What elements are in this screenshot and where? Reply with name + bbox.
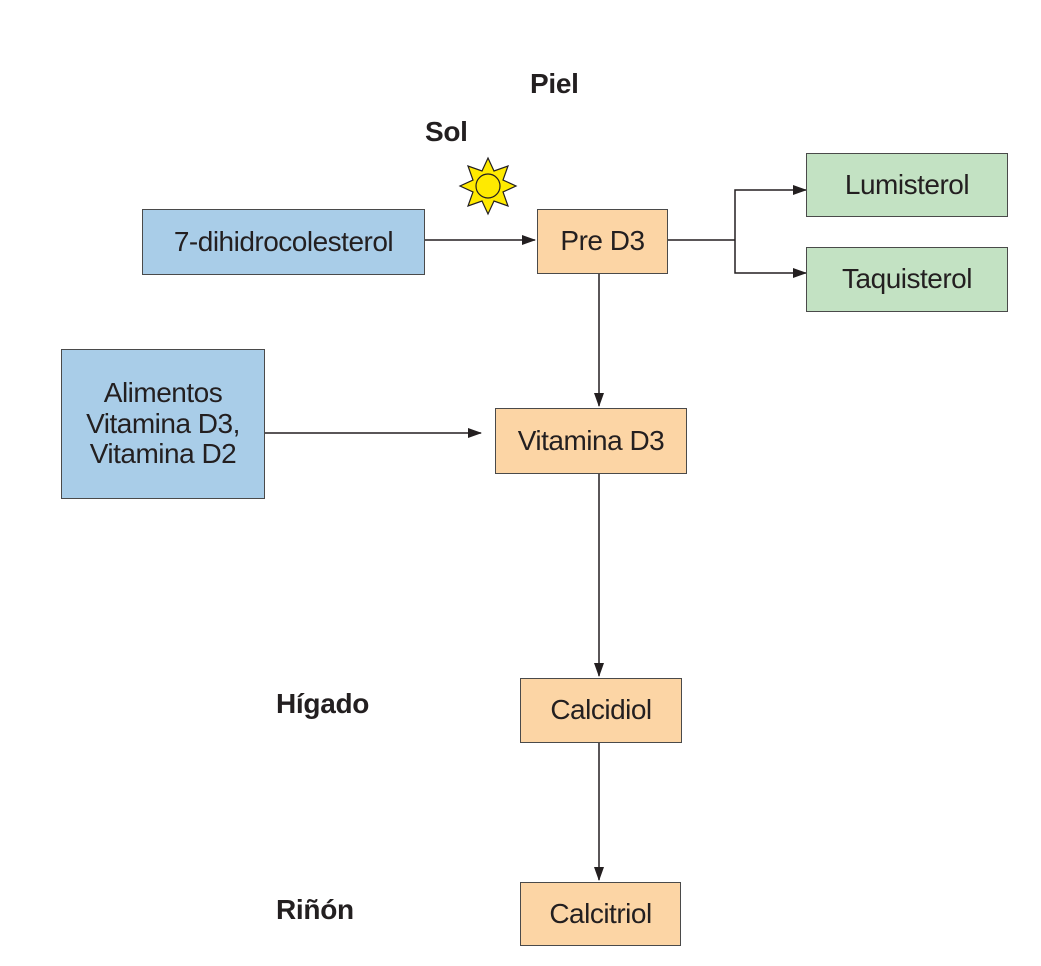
- node-calcitriol: Calcitriol: [520, 882, 681, 946]
- label-higado: Hígado: [276, 688, 370, 719]
- node-alimentos-line-2: Vitamina D3,: [86, 407, 240, 439]
- sun-icon: [458, 156, 518, 216]
- node-alimentos-line-1: Alimentos: [103, 376, 223, 408]
- label-rinon: Riñón: [276, 894, 354, 925]
- arrow-pred3-to-taquisterol: [734, 240, 807, 278]
- node-7-dihidrocolesterol: 7-dihidrocolesterol: [142, 209, 425, 275]
- node-lumisterol: Lumisterol: [806, 153, 1008, 217]
- node-alimentos: Alimentos Vitamina D3, Vitamina D2: [61, 349, 265, 499]
- node-taquisterol: Taquisterol: [806, 247, 1008, 312]
- node-pre-d3: Pre D3: [537, 209, 668, 274]
- node-alimentos-line-3: Vitamina D2: [89, 438, 237, 470]
- arrow-pred3-to-lumisterol: [734, 185, 807, 240]
- label-sol: Sol: [425, 116, 468, 147]
- label-piel: Piel: [530, 68, 579, 99]
- node-vitamina-d3: Vitamina D3: [495, 408, 687, 474]
- node-calcidiol: Calcidiol: [520, 678, 682, 743]
